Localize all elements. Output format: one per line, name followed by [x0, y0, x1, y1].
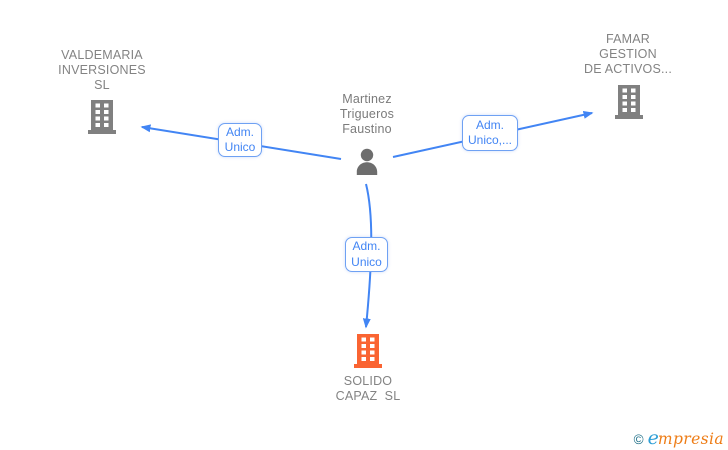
person-node-martinez[interactable]: Martinez Trigueros Faustino: [287, 92, 447, 180]
edge-label-adm-unico-solido: Adm. Unico: [345, 237, 388, 272]
person-icon: [356, 148, 378, 175]
edge-label-adm-unico-valdemaria: Adm. Unico: [218, 123, 262, 157]
company-name: FAMAR GESTION DE ACTIVOS...: [583, 32, 673, 76]
company-name: VALDEMARIA INVERSIONES SL: [58, 48, 146, 92]
edge-label-adm-unico-famar: Adm. Unico,...: [462, 115, 518, 151]
building-icon: [354, 334, 382, 368]
copyright-icon: ©: [633, 432, 644, 447]
empresia-logo-text: mpresia: [657, 430, 724, 448]
empresia-logo: © e mpresia: [633, 427, 724, 449]
empresia-logo-e: e: [647, 427, 659, 449]
building-icon: [615, 85, 643, 119]
company-node-famar[interactable]: FAMAR GESTION DE ACTIVOS...: [548, 32, 708, 122]
company-node-solido[interactable]: SOLIDO CAPAZ SL: [288, 333, 448, 413]
building-icon: [88, 100, 116, 134]
company-name: SOLIDO CAPAZ SL: [335, 374, 401, 403]
person-name: Martinez Trigueros Faustino: [339, 92, 395, 136]
company-node-valdemaria[interactable]: VALDEMARIA INVERSIONES SL: [22, 48, 182, 138]
